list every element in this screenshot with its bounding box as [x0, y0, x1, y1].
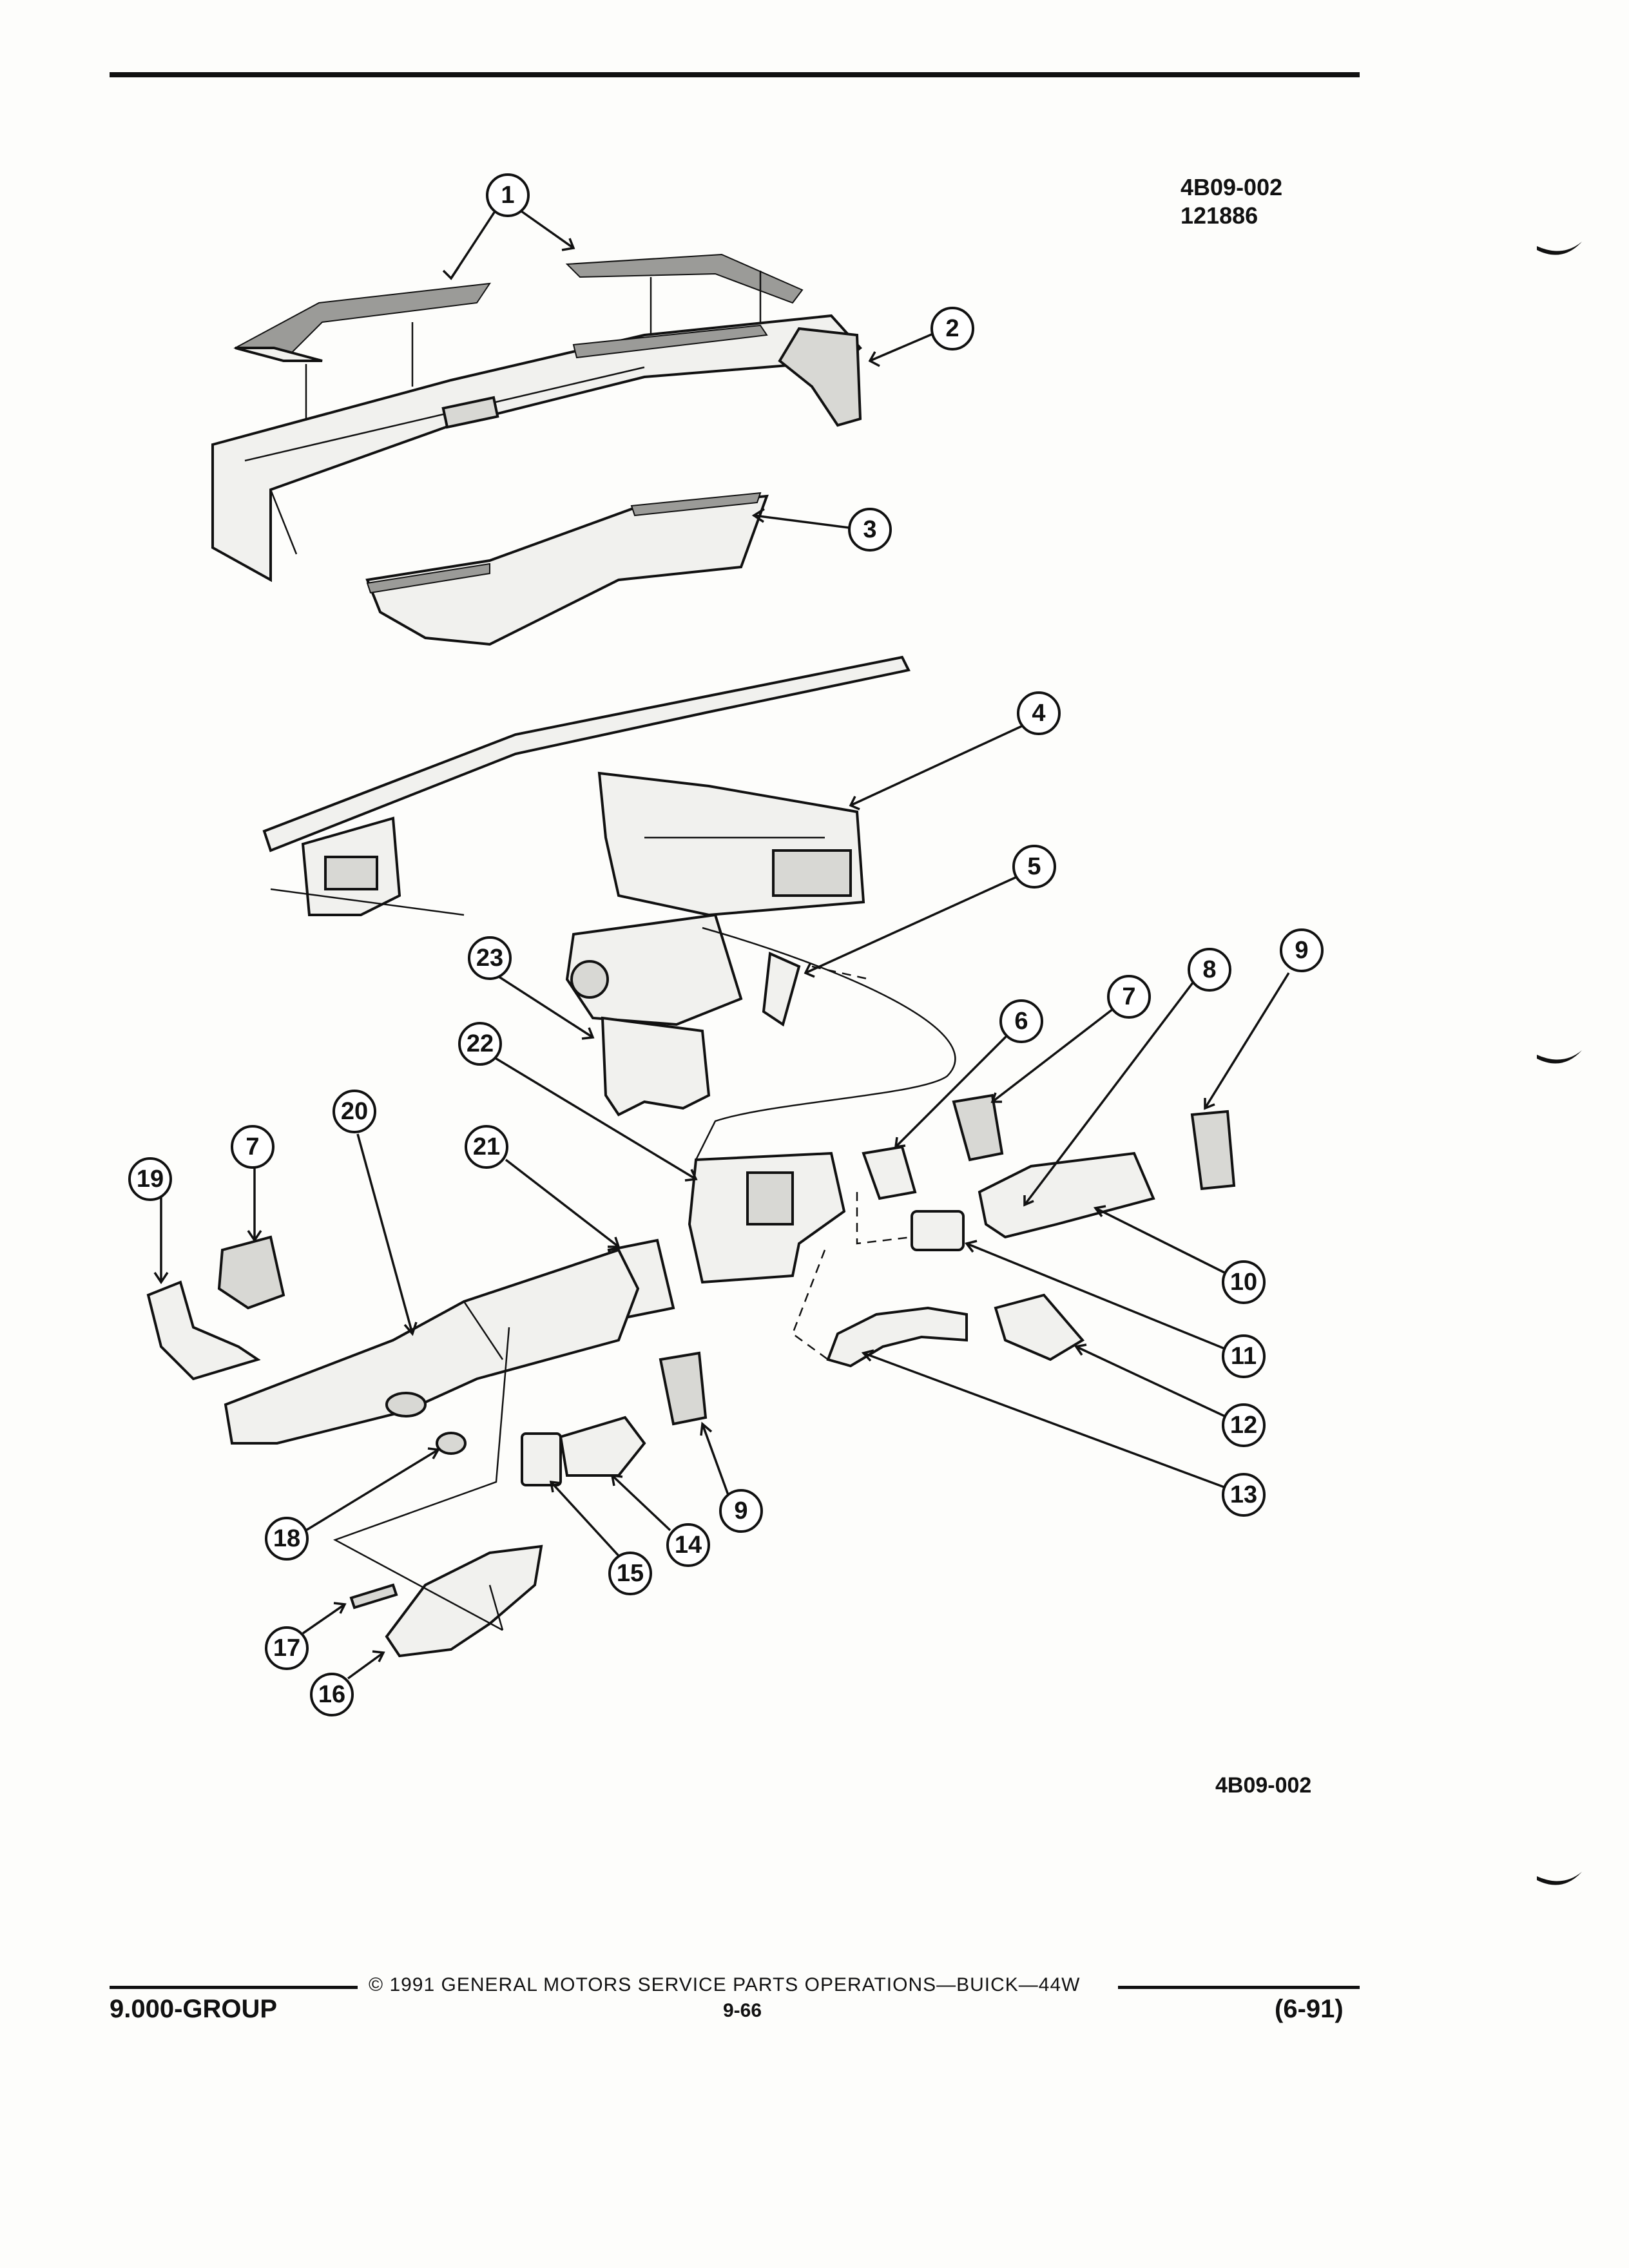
- leader-lines: [153, 208, 1290, 1680]
- callout-6: 6: [999, 999, 1043, 1043]
- defroster-grille-right: [565, 253, 804, 304]
- callout-16: 16: [310, 1673, 354, 1716]
- callout-11: 11: [1222, 1334, 1266, 1378]
- callout-12: 12: [1222, 1403, 1266, 1447]
- callout-23: 23: [468, 936, 512, 980]
- callout-label: 13: [1230, 1481, 1257, 1508]
- callout-2: 2: [930, 307, 974, 351]
- callout-label: 19: [137, 1166, 164, 1193]
- callout-13: 13: [1222, 1473, 1266, 1517]
- callout-label: 7: [1122, 983, 1135, 1010]
- callout-label: 1: [501, 182, 514, 209]
- callout-1: 1: [486, 173, 530, 217]
- callout-5: 5: [1012, 845, 1056, 889]
- callout-10: 10: [1222, 1260, 1266, 1304]
- callout-label: 23: [476, 945, 503, 972]
- callout-label: 7: [246, 1133, 259, 1160]
- callout-label: 15: [617, 1560, 644, 1587]
- defroster-grille-left: [233, 282, 492, 362]
- outlet-seal: [521, 1432, 562, 1486]
- hose-bracket: [994, 1293, 1085, 1361]
- callout-21: 21: [465, 1125, 508, 1169]
- footer-revision: (6-91): [1275, 1995, 1344, 2023]
- callout-8: 8: [1188, 948, 1231, 992]
- callout-label: 17: [273, 1635, 300, 1662]
- callout-label: 18: [273, 1525, 300, 1552]
- callout-22: 22: [458, 1022, 502, 1066]
- callout-label: 6: [1014, 1008, 1028, 1035]
- footer-group: 9.000-GROUP: [110, 1995, 278, 2023]
- callout-label: 4: [1032, 700, 1045, 727]
- footer-rule-left: [110, 1986, 358, 1989]
- header-ref-date: 121886: [1181, 202, 1258, 229]
- callout-label: 5: [1027, 853, 1041, 880]
- callout-label: 12: [1230, 1412, 1257, 1439]
- footer-rule-right: [1118, 1986, 1360, 1989]
- binder-mark: [1537, 1872, 1582, 1885]
- right-air-duct: [978, 1151, 1155, 1239]
- callout-label: 3: [863, 516, 876, 543]
- callout-7: 7: [1107, 975, 1151, 1019]
- callout-label: 21: [473, 1133, 500, 1160]
- callout-label: 16: [318, 1681, 345, 1708]
- callout-label: 14: [675, 1532, 702, 1559]
- callout-15: 15: [608, 1552, 652, 1595]
- duct-connector: [911, 1210, 965, 1251]
- flexible-hose: [826, 1306, 968, 1368]
- distribution-duct: [688, 1151, 846, 1284]
- callout-14: 14: [666, 1523, 710, 1567]
- callout-9-lower: 9: [719, 1489, 763, 1533]
- figure-caption-code: 4B09-002: [1215, 1773, 1312, 1798]
- callout-label: 8: [1202, 956, 1216, 983]
- callout-label: 9: [734, 1497, 747, 1524]
- callout-label: 11: [1231, 1343, 1257, 1370]
- module-bracket: [762, 952, 801, 1027]
- callout-9: 9: [1280, 928, 1324, 972]
- air-outlet-right: [952, 1093, 1004, 1162]
- outlet-adapter: [862, 1145, 917, 1200]
- callout-label: 10: [1230, 1269, 1257, 1296]
- binder-mark: [1537, 242, 1582, 255]
- binder-mark: [1537, 1050, 1582, 1064]
- dash-panel: [262, 655, 911, 916]
- header-rule: [110, 72, 1360, 77]
- callout-18: 18: [265, 1517, 309, 1561]
- footer-copyright: © 1991 GENERAL MOTORS SERVICE PARTS OPER…: [369, 1974, 1081, 1995]
- callout-7-left: 7: [231, 1125, 275, 1169]
- callout-3: 3: [848, 508, 892, 552]
- air-outlet-lower: [659, 1351, 708, 1426]
- callout-17: 17: [265, 1626, 309, 1670]
- lower-outlet-duct: [559, 1416, 646, 1477]
- air-outlet-far-right: [1190, 1110, 1236, 1191]
- header-ref-code: 4B09-002: [1181, 174, 1283, 200]
- instrument-panel-lower-trim: [365, 492, 769, 646]
- callout-label: 9: [1295, 937, 1308, 964]
- left-outlet-duct: [146, 1280, 261, 1381]
- center-air-duct: [224, 1248, 640, 1445]
- callout-20: 20: [333, 1090, 376, 1133]
- callout-4: 4: [1017, 691, 1061, 735]
- fastener: [349, 1583, 398, 1610]
- callout-label: 22: [467, 1030, 494, 1057]
- support-bracket: [601, 1016, 711, 1117]
- heater-ac-module: [565, 771, 865, 1026]
- steering-column-cover: [385, 1544, 543, 1658]
- footer-page-number: 9-66: [723, 2000, 762, 2021]
- callout-19: 19: [128, 1157, 172, 1201]
- callout-label: 20: [341, 1098, 368, 1125]
- air-outlet-left: [217, 1235, 285, 1310]
- instrument-panel-pad: [211, 314, 862, 582]
- grommet: [436, 1432, 467, 1455]
- callout-label: 2: [945, 315, 959, 342]
